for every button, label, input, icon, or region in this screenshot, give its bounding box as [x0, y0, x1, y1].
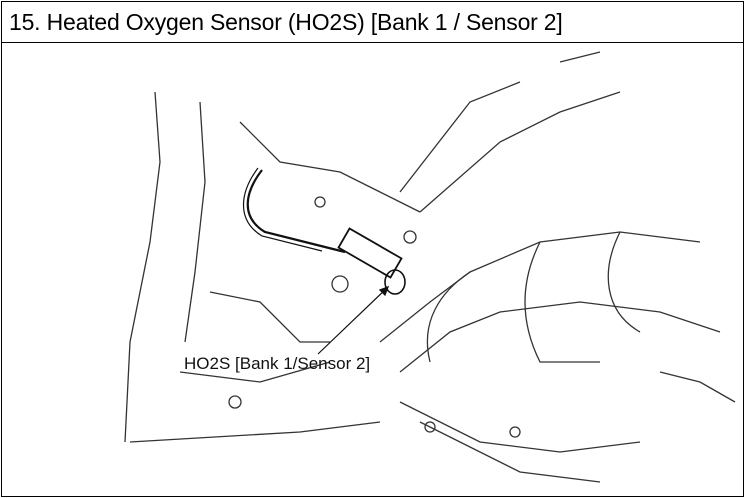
- callout-arrowhead: [378, 285, 390, 297]
- body-panel-line: [419, 421, 601, 483]
- section-title: 15. Heated Oxygen Sensor (HO2S) [Bank 1 …: [9, 9, 563, 35]
- sensor-tip: [384, 269, 406, 295]
- body-panel-line: [129, 421, 381, 443]
- body-outline: [124, 91, 161, 443]
- exhaust-pipe-outline: [426, 271, 471, 363]
- exhaust-pipe-outline: [607, 231, 641, 333]
- ho2s-callout-label: HO2S [Bank 1/Sensor 2]: [184, 354, 371, 373]
- body-panel-line: [559, 51, 601, 63]
- exhaust-pipe-outline: [524, 241, 600, 363]
- bolt-icon: [314, 196, 326, 208]
- bolt-icon: [403, 230, 417, 244]
- ho2s-sensor: [314, 196, 417, 295]
- body-panel-line: [399, 81, 521, 193]
- bolt-icon: [331, 275, 349, 293]
- bolt-icon: [509, 426, 521, 438]
- section-title-bar: 15. Heated Oxygen Sensor (HO2S) [Bank 1 …: [2, 2, 743, 43]
- body-panel-line: [209, 291, 330, 343]
- sensor-harness: [242, 167, 323, 252]
- ho2s-location-illustration: [124, 51, 736, 483]
- sensor-harness: [246, 169, 346, 254]
- body-panel-line: [419, 91, 621, 213]
- body-panel-line: [239, 121, 421, 213]
- body-panel-line: [184, 101, 206, 343]
- bolt-icon: [424, 421, 436, 433]
- sensor-body: [337, 227, 403, 279]
- body-panel-line: [399, 401, 641, 453]
- exhaust-pipe-outline: [399, 301, 721, 373]
- exhaust-pipe-outline: [379, 231, 701, 343]
- body-panel-line: [659, 371, 736, 403]
- callout-leader: [317, 286, 389, 355]
- bolt-icon: [228, 395, 242, 409]
- body-panel-line: [179, 361, 331, 383]
